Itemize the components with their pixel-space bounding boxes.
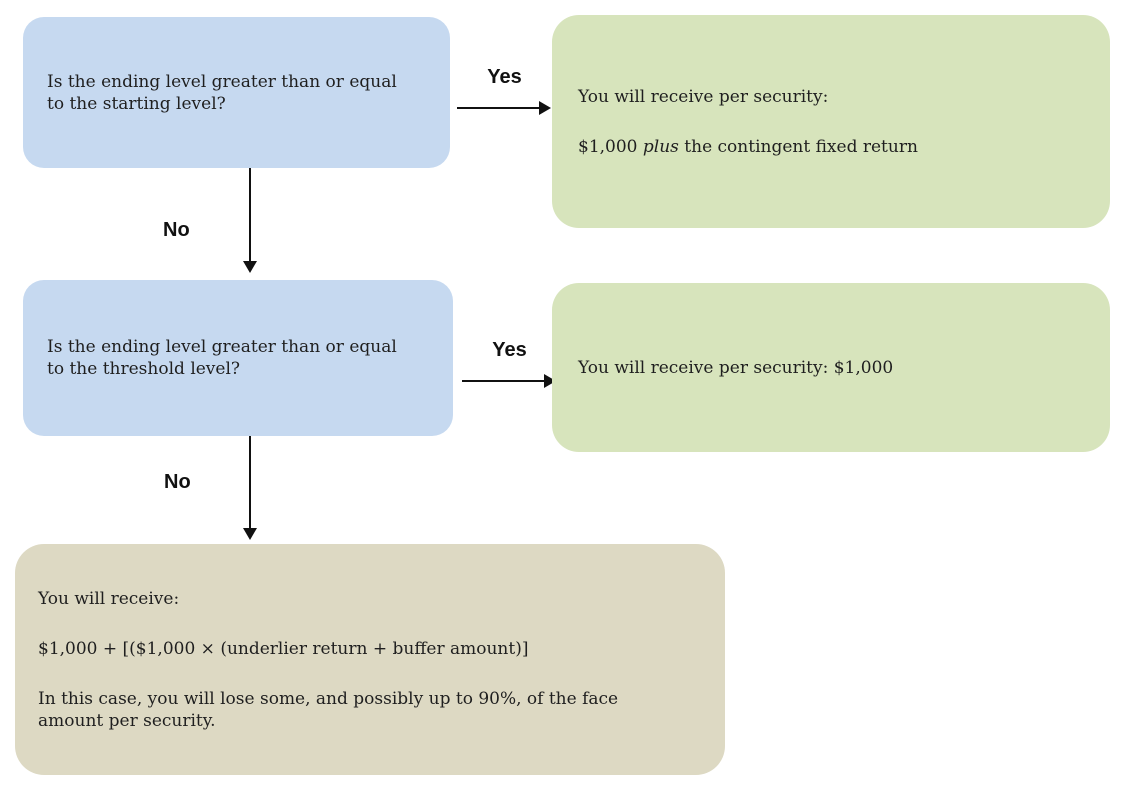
outcome-box-par-plus-contingent-return: You will receive per security: $1,000 pl… bbox=[552, 15, 1110, 228]
outcome1-line2: $1,000 plus the contingent fixed return bbox=[578, 136, 1086, 158]
outcome1-line2-prefix: $1,000 bbox=[578, 136, 643, 157]
outcome3-line1: You will receive: bbox=[38, 588, 180, 609]
outcome3-loss-note: In this case, you will lose some, and po… bbox=[38, 688, 619, 731]
outcome1-line1: You will receive per security: bbox=[578, 86, 829, 107]
arrow-right-yes-1-icon bbox=[457, 101, 551, 115]
no-edge-label-2: No bbox=[164, 471, 191, 493]
decision-box-ending-vs-threshold: Is the ending level greater than or equa… bbox=[23, 280, 453, 436]
arrow-down-no-1-icon bbox=[243, 168, 257, 273]
outcome-box-loss: You will receive: $1,000 + [($1,000 × (u… bbox=[15, 544, 725, 775]
outcome1-line2-suffix: the contingent fixed return bbox=[678, 136, 918, 157]
no-edge-label-1: No bbox=[163, 219, 190, 241]
arrow-down-no-2-icon bbox=[243, 436, 257, 540]
outcome3-formula: $1,000 + [($1,000 × (underlier return + … bbox=[38, 638, 529, 659]
outcome-box-par-only: You will receive per security: $1,000 bbox=[552, 283, 1110, 452]
arrow-right-yes-2-icon bbox=[462, 374, 556, 388]
decision-text-ending-vs-threshold: Is the ending level greater than or equa… bbox=[47, 337, 397, 379]
yes-edge-label-1: Yes bbox=[487, 66, 522, 88]
decision-text-ending-vs-starting: Is the ending level greater than or equa… bbox=[47, 71, 397, 114]
yes-edge-label-2: Yes bbox=[492, 339, 527, 361]
outcome1-line2-italic-plus: plus bbox=[642, 136, 679, 157]
decision-box-ending-vs-starting: Is the ending level greater than or equa… bbox=[23, 17, 450, 168]
outcome2-line1: You will receive per security: $1,000 bbox=[578, 357, 894, 378]
